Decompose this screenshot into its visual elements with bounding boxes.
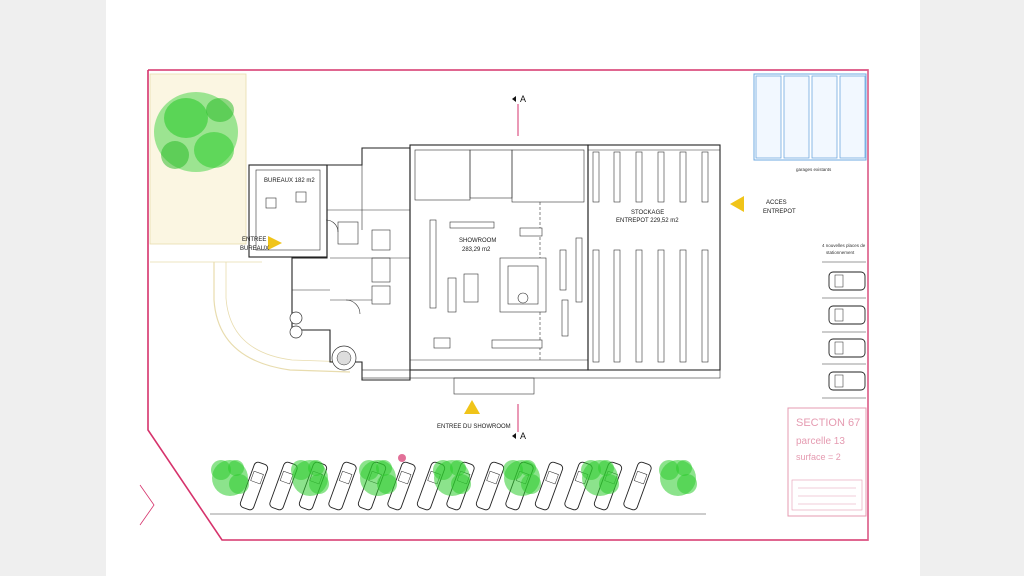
entree-bureaux-line2: BUREAUX [240, 246, 269, 252]
tree-icon [433, 460, 471, 496]
acces-entrepot-line2: ENTREPOT [763, 209, 796, 215]
cartouche-surface: surface = 2 [796, 452, 841, 462]
pink-marker [398, 454, 406, 462]
driveway-curve [213, 262, 351, 373]
new-parking-spaces [822, 261, 866, 399]
car-icon [534, 461, 564, 511]
garages-label: garages existants [796, 167, 832, 172]
car-icon [828, 305, 866, 325]
bottom-tree-row [211, 460, 697, 496]
car-icon [269, 461, 298, 511]
cartouche-parcelle: parcelle 13 [796, 436, 845, 447]
tree-icon [359, 460, 397, 496]
tree-icon [211, 460, 249, 496]
car-icon [328, 461, 357, 511]
entrance-arrow-icon [730, 196, 744, 212]
tree-icon [154, 92, 238, 172]
acces-entrepot-line1: ACCES [766, 200, 787, 206]
section-mark-top: A [520, 94, 526, 104]
parking-label-line1: 4 nouvelles places de [822, 243, 866, 248]
section-cut-icon [512, 404, 519, 439]
section-mark-bottom: A [520, 431, 526, 441]
stockage-label: STOCKAGE [631, 210, 664, 216]
car-icon [828, 271, 866, 291]
car-icon [623, 461, 652, 511]
stockage-room [587, 144, 721, 371]
section-cut-icon [512, 96, 519, 136]
shrubs [289, 311, 357, 371]
showroom-label: SHOWROOM [459, 238, 496, 244]
stockage-area: ENTREPOT 229,52 m2 [616, 218, 679, 224]
property-boundary [147, 69, 869, 541]
car-icon [828, 371, 866, 391]
showroom-area: 283,29 m2 [462, 247, 491, 253]
tree-icon [291, 460, 329, 496]
car-icon [828, 338, 866, 358]
entree-bureaux-line1: ENTREE [242, 237, 266, 243]
entrance-arrow-icon [268, 236, 282, 250]
entrance-arrow-icon [464, 400, 480, 414]
tree-icon [659, 460, 697, 496]
cartouche-box [787, 407, 867, 517]
storage-racks [592, 151, 709, 363]
car-icon [475, 461, 505, 511]
garage-icon [753, 73, 867, 161]
parking-label-line2: stationnement [826, 250, 855, 255]
entree-showroom-label: ENTREE DU SHOWROOM [437, 424, 511, 430]
pink-detail [139, 484, 155, 526]
tree-icon [581, 460, 619, 496]
bureaux-label: BUREAUX 182 m2 [264, 178, 315, 184]
tree-icon [503, 460, 541, 496]
cartouche-section: SECTION 67 [796, 417, 860, 429]
